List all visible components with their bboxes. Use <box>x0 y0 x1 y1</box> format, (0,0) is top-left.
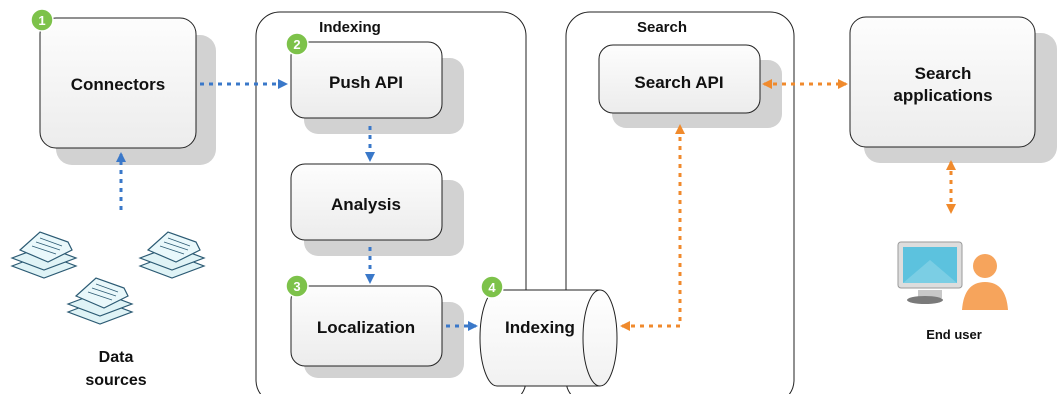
badge-localization: 3 <box>285 274 309 298</box>
doc-stack-3 <box>66 277 134 325</box>
localization-label: Localization <box>317 318 415 337</box>
indexing-group-title: Indexing <box>319 19 381 36</box>
badge-push-api-number: 2 <box>293 37 300 52</box>
index-store-node: Indexing <box>479 289 618 387</box>
doc-stack-1 <box>10 231 78 279</box>
search-applications-label-line1: Search <box>915 64 972 83</box>
push-api-label: Push API <box>329 73 403 92</box>
search-applications-label-line2: applications <box>893 86 992 105</box>
badge-localization-number: 3 <box>293 279 300 294</box>
search-group-title: Search <box>637 19 687 36</box>
connectors-label: Connectors <box>71 75 165 94</box>
arrow-index-search-api <box>620 124 685 331</box>
push-api-node: Push API <box>290 41 464 134</box>
search-applications-node: Search applications <box>849 16 1057 163</box>
orange-flow-arrows <box>620 79 956 331</box>
analysis-node: Analysis <box>290 163 464 256</box>
doc-stack-2 <box>138 231 206 279</box>
search-api-node: Search API <box>598 44 782 128</box>
document-stack-icon <box>10 231 206 325</box>
badge-index-store-number: 4 <box>488 280 496 295</box>
badge-index-store: 4 <box>480 275 504 299</box>
localization-node: Localization <box>290 285 464 378</box>
connectors-node: Connectors <box>39 17 216 165</box>
analysis-label: Analysis <box>331 195 401 214</box>
badge-connectors: 1 <box>30 8 54 32</box>
user-at-computer-icon <box>897 241 1008 310</box>
data-sources-label-line2: sources <box>85 372 146 389</box>
index-store-label: Indexing <box>505 318 575 337</box>
badge-connectors-number: 1 <box>38 13 45 28</box>
data-sources-label-line1: Data <box>99 349 134 366</box>
search-api-label: Search API <box>634 73 723 92</box>
blue-flow-arrows <box>116 79 478 331</box>
end-user-label: End user <box>926 327 982 342</box>
badge-push-api: 2 <box>285 32 309 56</box>
